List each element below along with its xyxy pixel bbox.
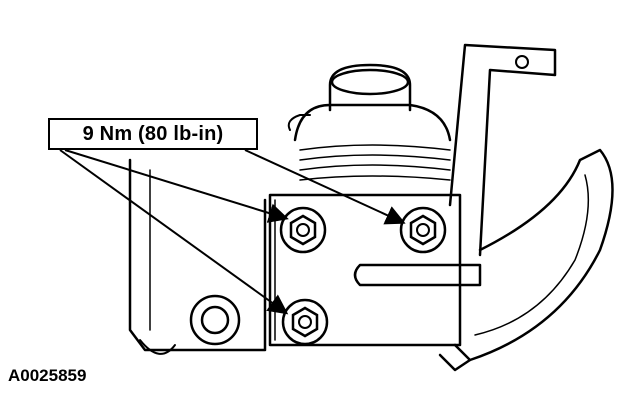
dome-ridge-1 bbox=[299, 144, 451, 151]
figure-id: A0025859 bbox=[8, 366, 87, 385]
torque-label: 9 Nm (80 lb-in) bbox=[82, 122, 224, 145]
dome-ridge-3 bbox=[299, 164, 451, 171]
dome-cap bbox=[330, 68, 410, 96]
bracket-foot bbox=[438, 343, 472, 372]
bolt-icon bbox=[279, 206, 327, 254]
right-bracket bbox=[448, 43, 557, 257]
bracket-slot bbox=[353, 263, 482, 287]
curved-strap-outer bbox=[468, 148, 614, 362]
curved-strap-inner bbox=[474, 174, 590, 336]
torque-callout: 9 Nm (80 lb-in) bbox=[48, 118, 258, 150]
left-housing-base bbox=[139, 339, 176, 355]
dome-ridge-4 bbox=[299, 175, 451, 181]
dome-body bbox=[293, 103, 452, 142]
left-housing bbox=[128, 158, 267, 352]
arrow-icon bbox=[64, 149, 289, 223]
arrow-icon bbox=[244, 149, 406, 225]
dome-ridge-2 bbox=[299, 154, 451, 161]
bolt-icon bbox=[399, 206, 447, 254]
arrow-icon bbox=[59, 149, 289, 315]
dome-top bbox=[328, 63, 412, 112]
bracket-hole bbox=[515, 55, 529, 69]
dome-ring bbox=[287, 114, 311, 131]
lower-left-fitting bbox=[189, 294, 241, 346]
bolt-icon bbox=[281, 298, 329, 346]
